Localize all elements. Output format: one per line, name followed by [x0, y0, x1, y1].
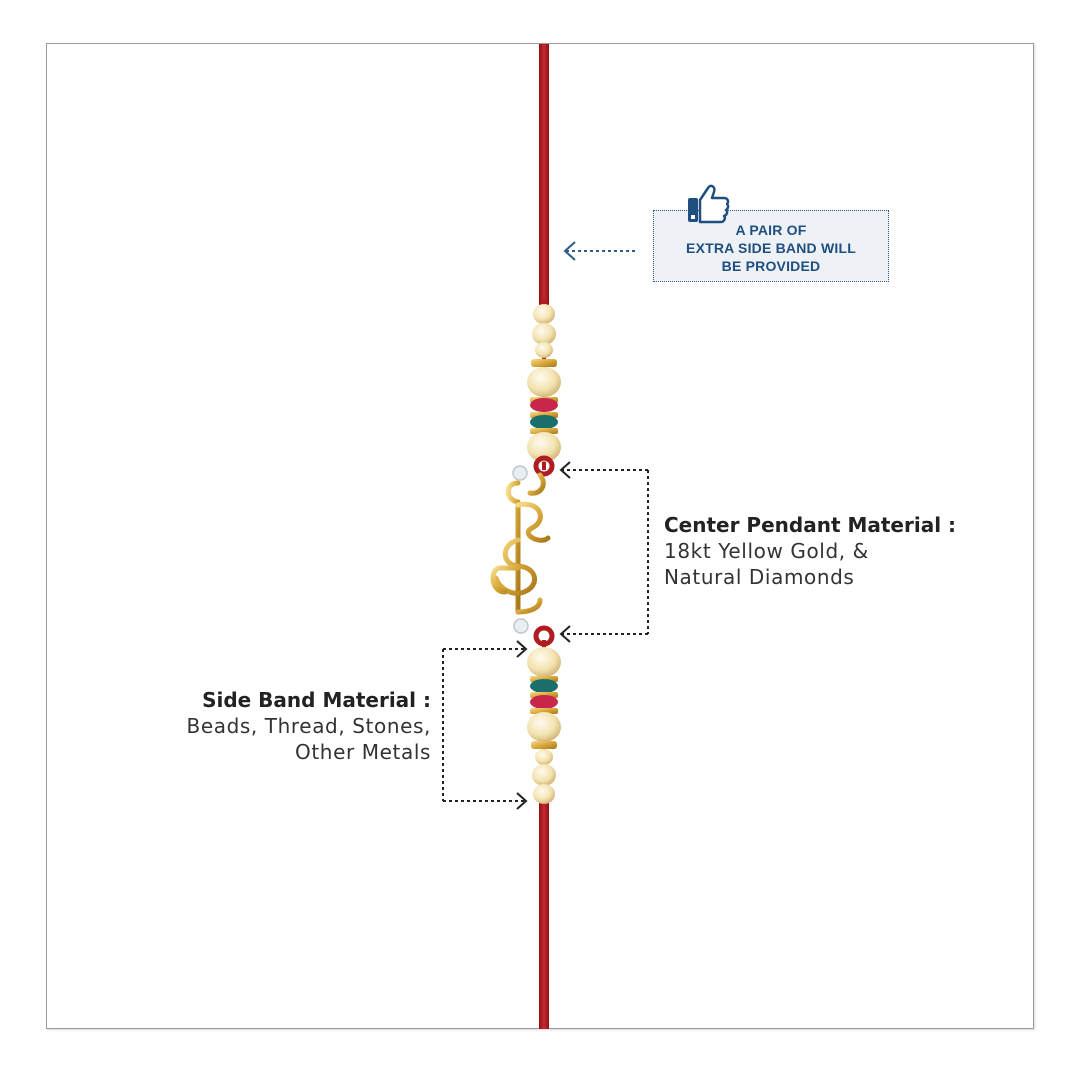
upper-bead-string — [527, 300, 561, 477]
pendant-material-label: Center Pendant Material : 18kt Yellow Go… — [664, 512, 956, 590]
pendant-material-heading: Center Pendant Material : — [664, 513, 957, 537]
thumbs-up-icon — [688, 184, 730, 224]
side-band-material-label: Side Band Material : Beads, Thread, Ston… — [187, 687, 432, 765]
pendant-material-line-2: Natural Diamonds — [664, 565, 855, 589]
pendant-material-line-1: 18kt Yellow Gold, & — [664, 539, 869, 563]
callout-arrow — [563, 241, 635, 261]
pendant-bracket — [559, 461, 649, 643]
thread-bottom — [539, 800, 549, 1029]
side-band-material-line-2: Other Metals — [295, 740, 431, 764]
callout-line-1: A PAIR OF — [735, 222, 807, 238]
gold-pendant — [490, 472, 551, 615]
thread-top — [539, 44, 549, 306]
callout-line-2: EXTRA SIDE BAND WILL — [686, 240, 856, 256]
side-band-bracket — [442, 640, 528, 810]
lower-bead-string — [527, 640, 561, 805]
diamond-top — [512, 465, 528, 481]
side-band-material-line-1: Beads, Thread, Stones, — [186, 714, 431, 738]
callout-line-3: BE PROVIDED — [721, 258, 821, 274]
diamond-bottom — [513, 618, 529, 634]
side-band-material-heading: Side Band Material : — [202, 688, 431, 712]
